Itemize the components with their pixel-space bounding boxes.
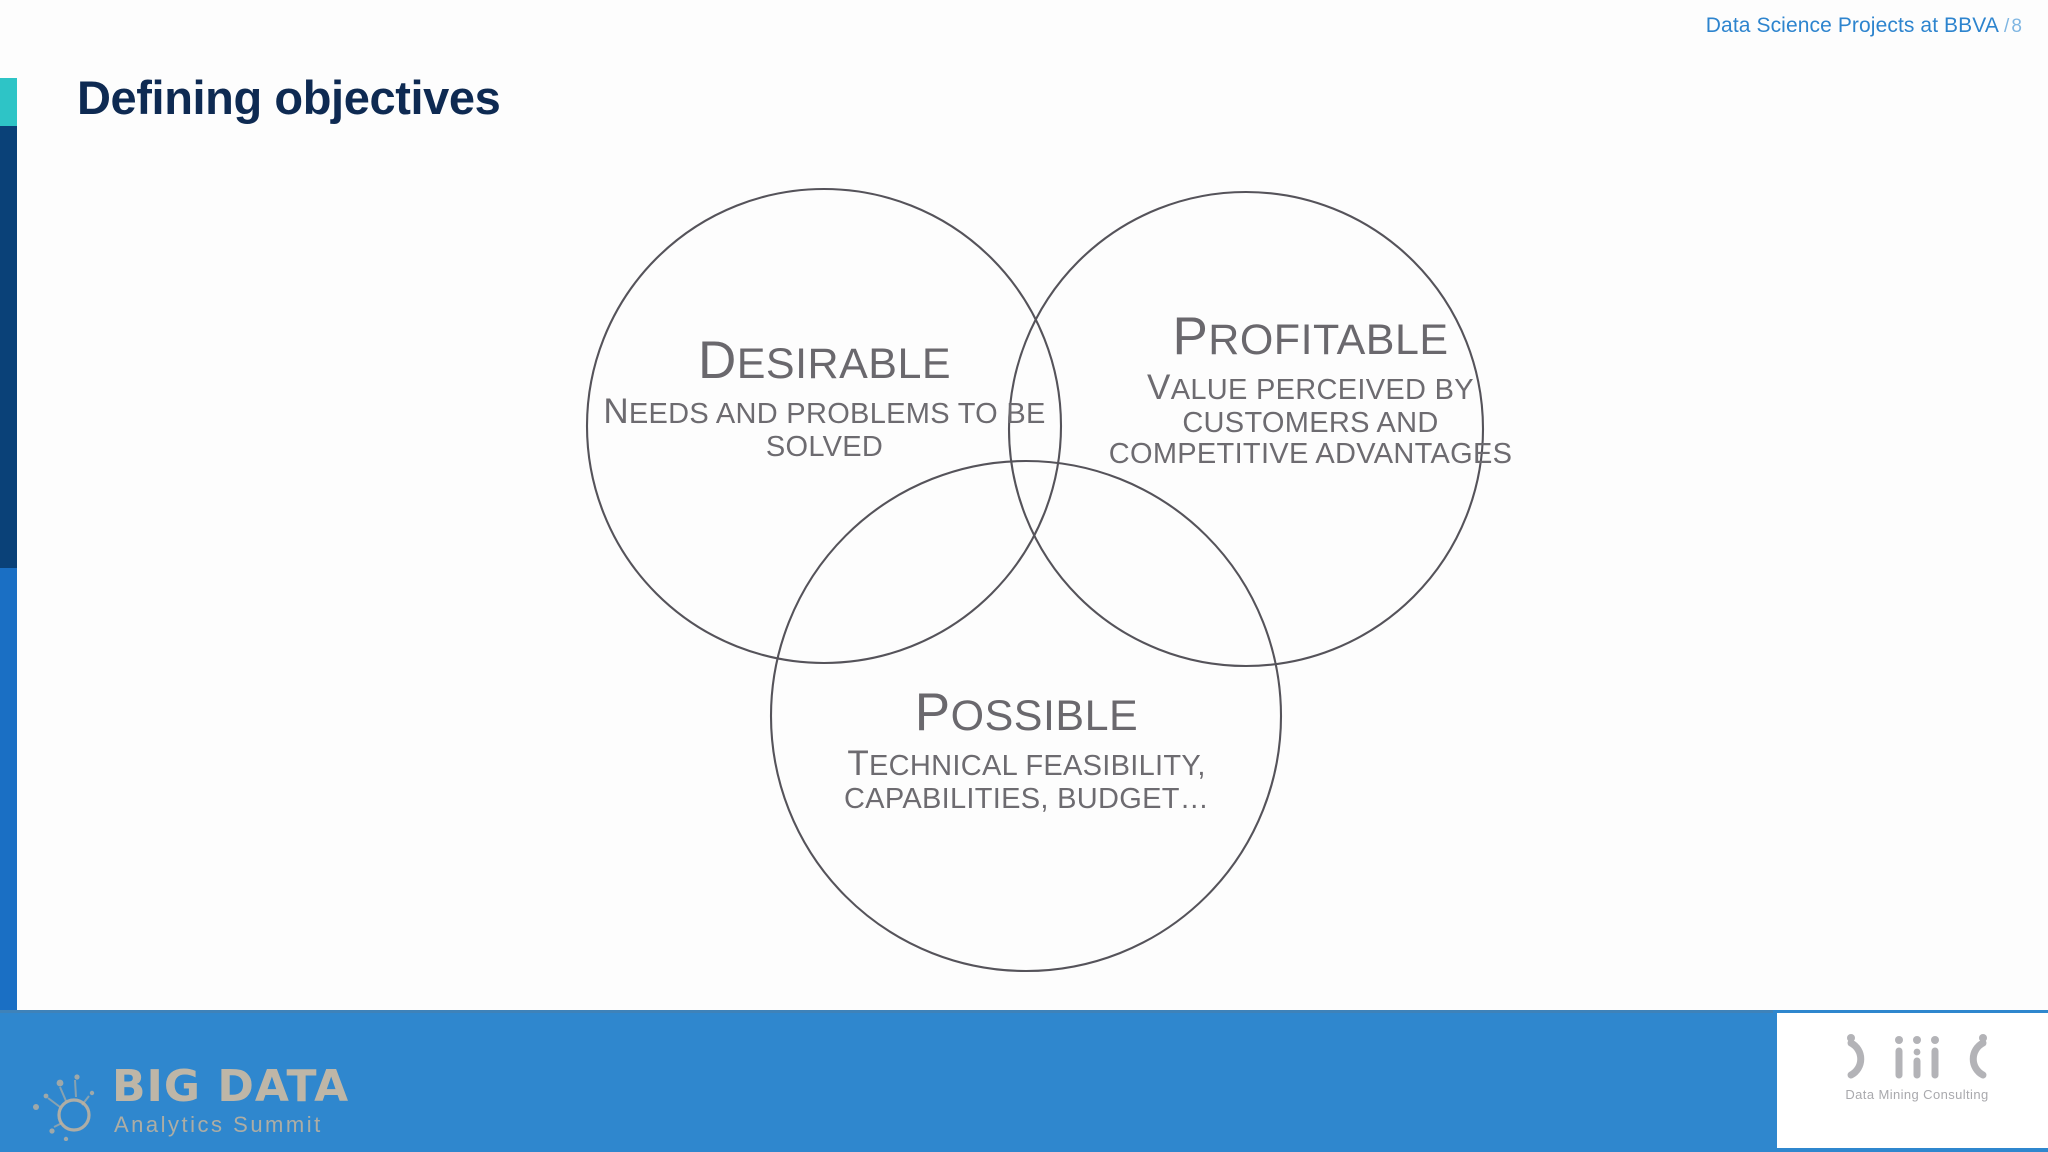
venn-circle-profitable xyxy=(1007,190,1485,668)
venn-heading-desirable: DESIRABLE xyxy=(697,331,952,390)
venn-heading-possible: POSSIBLE xyxy=(914,683,1139,742)
burst-circle-icon xyxy=(33,1074,95,1141)
venn-label-possible: POSSIBLE TECHNICAL FEASIBILITY,CAPABILIT… xyxy=(794,686,1259,815)
big-data-tagline: Analytics Summit xyxy=(114,1112,323,1137)
page-number: 8 xyxy=(2011,16,2022,37)
footer-band xyxy=(0,1010,1773,1152)
page-title: Defining objectives xyxy=(77,71,501,124)
big-data-wordmark: BIG DATA xyxy=(112,1061,350,1112)
deck-title-text: Data Science Projects at BBVA xyxy=(1705,14,1999,37)
dmc-logo: Data Mining Consulting xyxy=(1827,1031,2007,1102)
accent-rail-navy xyxy=(0,126,17,568)
deck-header: Data Science Projects at BBVA/8 xyxy=(1706,14,2022,38)
dmc-tagline: Data Mining Consulting xyxy=(1845,1087,1989,1102)
big-data-summit-logo: BIG DATA Analytics Summit xyxy=(30,1055,348,1145)
accent-rail-blue xyxy=(0,568,17,1010)
dmc-mark-icon xyxy=(1847,1034,1987,1079)
venn-circle-desirable xyxy=(585,187,1063,665)
partner-logo-panel: Data Mining Consulting xyxy=(1773,1010,2048,1152)
venn-circle-possible xyxy=(769,459,1283,973)
page-separator: / xyxy=(2003,16,2010,37)
venn-heading-profitable: PROFITABLE xyxy=(1172,307,1449,366)
venn-subtext-possible: TECHNICAL FEASIBILITY,CAPABILITIES, BUDG… xyxy=(843,744,1210,815)
accent-rail-teal xyxy=(0,78,17,126)
